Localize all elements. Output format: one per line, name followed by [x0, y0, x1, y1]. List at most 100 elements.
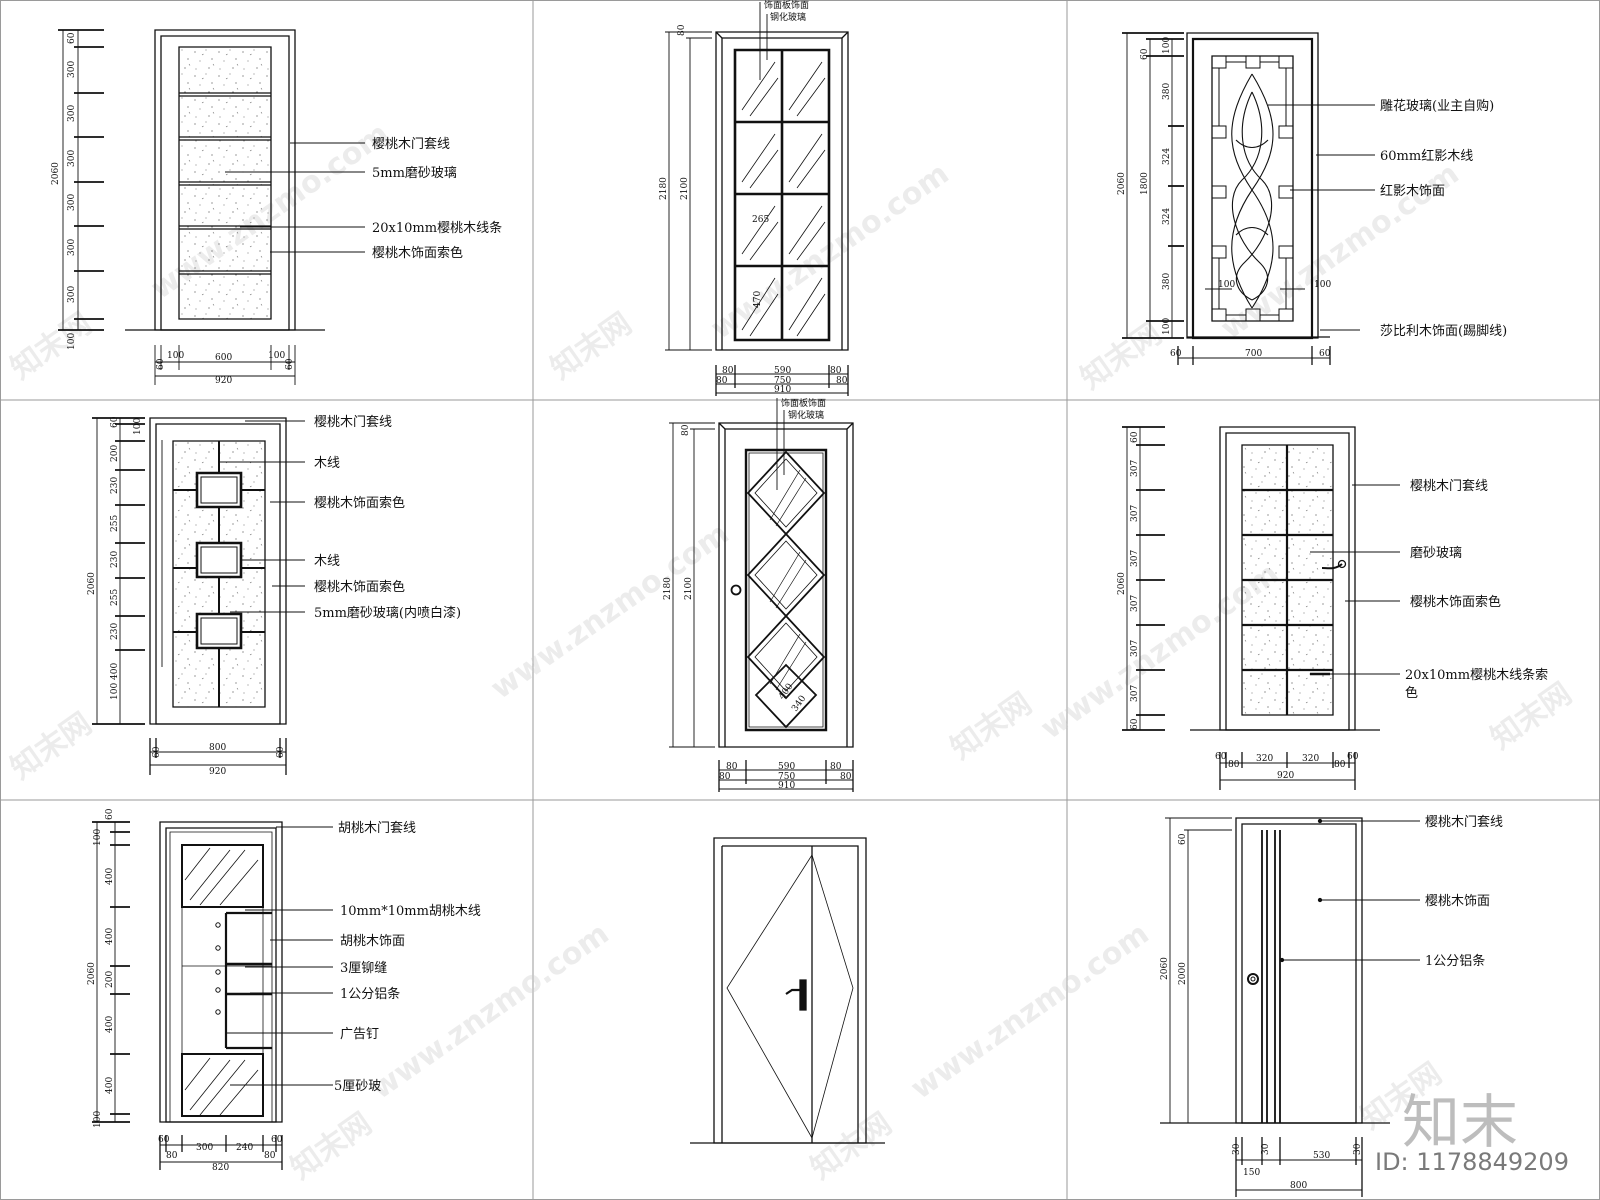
- door-elevation-2-text: 饰面板饰面 钢化玻璃 80 2180 2100 265 470 80 590 8…: [659, 0, 848, 395]
- door-elevation-6: [1122, 427, 1400, 790]
- door-elevation-6-text: 樱桃木门套线 磨砂玻璃 樱桃木饰面索色 20x10mm樱桃木线条索 色 2060…: [1117, 431, 1548, 781]
- dim-text: 2100: [684, 577, 694, 600]
- dim-text: 30: [1261, 1143, 1271, 1155]
- brand-logo-text: 知末: [1402, 1088, 1518, 1156]
- callout-label: 樱桃木饰面索色: [314, 495, 405, 511]
- dim-text: 2000: [1178, 962, 1188, 985]
- dim-text: 300: [67, 105, 77, 122]
- dim-text: 100: [1314, 280, 1331, 290]
- callout-label: 红影木饰面: [1380, 183, 1445, 199]
- dim-text: 100: [110, 683, 120, 700]
- dim-text: 230: [110, 477, 120, 494]
- watermark-site: www.znzmo.com: [905, 916, 1156, 1106]
- watermark-site: www.znzmo.com: [485, 516, 736, 706]
- watermark-brand: 知末网: [805, 1106, 899, 1186]
- callout-label: 饰面板饰面: [781, 397, 826, 409]
- brand-logo: 知末 ID: 1178849209: [1375, 1088, 1569, 1176]
- dim-text: 100: [93, 829, 103, 846]
- dim-text: 60: [1130, 431, 1140, 443]
- dim-text: 590: [774, 366, 791, 376]
- dim-text: 60: [1178, 833, 1188, 845]
- dim-text: 80: [840, 772, 852, 782]
- dim-text: 80: [830, 762, 842, 772]
- callout-label: 1公分铝条: [340, 986, 400, 1002]
- dim-text: 100: [93, 1111, 103, 1128]
- dim-text: 2060: [87, 962, 97, 985]
- dim-text: 800: [209, 743, 226, 753]
- dim-text: 200: [105, 971, 115, 988]
- dim-text: 2060: [87, 572, 97, 595]
- dim-text: 60: [1140, 48, 1150, 60]
- dim-text: 60: [276, 746, 286, 758]
- callout-label: 饰面板饰面: [764, 0, 809, 11]
- dim-text: 400: [105, 928, 115, 945]
- dim-text: 700: [1245, 349, 1262, 359]
- callout-label: 1公分铝条: [1425, 953, 1485, 969]
- dim-text: 80: [264, 1151, 276, 1161]
- dim-text: 910: [778, 781, 795, 791]
- dim-text: 60: [158, 1135, 170, 1145]
- dim-text: 307: [1130, 640, 1140, 657]
- callout-label: 樱桃木饰面索色: [1410, 594, 1501, 610]
- dim-text: 920: [215, 376, 232, 386]
- callout-label: 莎比利木饰面(踢脚线): [1380, 323, 1507, 339]
- dim-text: 60: [285, 358, 295, 370]
- dim-text: 324: [1162, 208, 1172, 225]
- door-elevation-4-text: 樱桃木门套线 木线 樱桃木饰面索色 木线 樱桃木饰面索色 5mm磨砂玻璃(内喷白…: [87, 414, 461, 777]
- callout-label: 胡桃木门套线: [338, 820, 416, 836]
- callout-label: 色: [1405, 685, 1418, 701]
- dim-text: 60: [1347, 752, 1359, 762]
- dim-text: 400: [110, 663, 120, 680]
- dim-text: 2100: [680, 177, 690, 200]
- dim-text: 60: [1215, 752, 1227, 762]
- dim-text: 750: [778, 772, 795, 782]
- door-elevation-2: [665, 2, 848, 396]
- dim-text: 2180: [663, 577, 673, 600]
- dim-text: 300: [196, 1143, 213, 1153]
- callout-label: 樱桃木饰面索色: [314, 579, 405, 595]
- callout-label: 樱桃木门套线: [314, 414, 392, 430]
- dim-text: 60: [1170, 349, 1182, 359]
- watermark-brand: 知末网: [285, 1106, 379, 1186]
- dim-text: 30: [1353, 1143, 1363, 1155]
- dim-text: 80: [719, 772, 731, 782]
- dim-text: 590: [778, 762, 795, 772]
- dim-text: 60: [1130, 718, 1140, 730]
- dim-text: 320: [1302, 754, 1319, 764]
- watermark-brand: 知末网: [545, 306, 639, 386]
- callout-label: 胡桃木饰面: [340, 934, 405, 949]
- dim-text: 230: [110, 551, 120, 568]
- callout-label: 钢化玻璃: [788, 409, 824, 421]
- callout-label: 樱桃木门套线: [372, 136, 450, 152]
- dim-text: 2060: [51, 162, 61, 185]
- dim-text: 1800: [1140, 172, 1150, 195]
- dim-text: 30: [1232, 1143, 1242, 1155]
- dim-text: 340: [790, 694, 808, 714]
- door-elevation-1-text: 樱桃木门套线 5mm磨砂玻璃 20x10mm樱桃木线条 樱桃木饰面索色 2060…: [51, 32, 502, 386]
- door-elevation-7: [92, 822, 333, 1170]
- callout-label: 樱桃木门套线: [1425, 814, 1503, 830]
- callout-label: 木线: [314, 554, 340, 569]
- dim-text: 80: [726, 762, 738, 772]
- dim-text: 300: [67, 194, 77, 211]
- watermark-brand: 知末网: [1075, 316, 1169, 396]
- dim-text: 2180: [659, 177, 669, 200]
- dim-text: 150: [1243, 1168, 1260, 1178]
- dim-text: 255: [110, 515, 120, 532]
- watermark-brand: 知末网: [5, 706, 99, 786]
- dim-text: 240: [236, 1143, 253, 1153]
- dim-text: 60: [1319, 349, 1331, 359]
- dim-text: 307: [1130, 550, 1140, 567]
- dim-text: 324: [1162, 148, 1172, 165]
- dim-text: 320: [1256, 754, 1273, 764]
- dim-text: 2060: [1117, 172, 1127, 195]
- dim-text: 80: [166, 1151, 178, 1161]
- dim-text: 470: [753, 291, 763, 308]
- door-elevation-9-text: 樱桃木门套线 樱桃木饰面 1公分铝条 2060 2000 60 30 30 15…: [1160, 814, 1503, 1191]
- dim-text: 800: [1290, 1181, 1307, 1191]
- callout-label: 樱桃木门套线: [1410, 478, 1488, 494]
- watermark-brand: 知末网: [945, 686, 1039, 766]
- dim-text: 255: [110, 589, 120, 606]
- door-elevation-3: [1122, 33, 1375, 365]
